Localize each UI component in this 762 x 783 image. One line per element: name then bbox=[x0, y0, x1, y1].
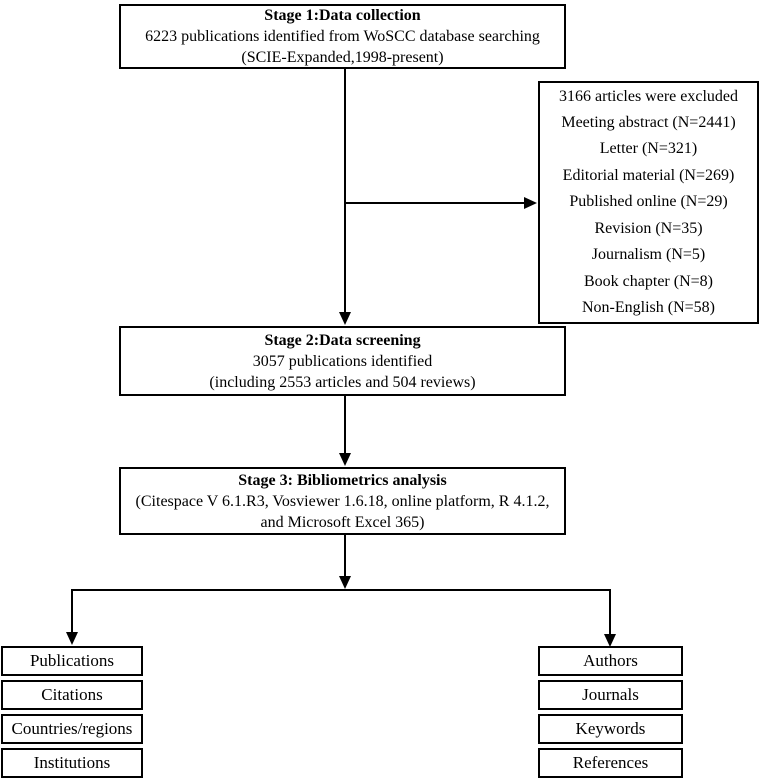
output-label: Institutions bbox=[33, 753, 111, 772]
stage2-box: Stage 2:Data screening 3057 publications… bbox=[119, 326, 566, 396]
output-box-journals: Journals bbox=[538, 680, 683, 710]
output-label: Publications bbox=[29, 651, 115, 670]
arrowhead-stage3 bbox=[339, 453, 351, 466]
excluded-line: Published online (N=29) bbox=[569, 193, 728, 211]
output-box-countries-regions: Countries/regions bbox=[1, 714, 143, 744]
arrowhead-exclusion bbox=[524, 197, 537, 209]
excluded-line: Non-English (N=58) bbox=[581, 298, 715, 316]
excluded-line: Meeting abstract (N=2441) bbox=[561, 114, 736, 132]
stage1-line: 6223 publications identified from WoSCC … bbox=[145, 28, 540, 45]
output-box-references: References bbox=[538, 748, 683, 778]
excluded-line: Journalism (N=5) bbox=[591, 246, 706, 264]
stage1-title: Stage 1:Data collection bbox=[264, 7, 421, 24]
output-box-institutions: Institutions bbox=[1, 748, 143, 778]
output-label: Journals bbox=[582, 685, 639, 704]
excluded-line: 3166 articles were excluded bbox=[558, 87, 739, 105]
stage3-box: Stage 3: Bibliometrics analysis (Citespa… bbox=[119, 467, 566, 535]
output-box-publications: Publications bbox=[1, 646, 143, 676]
output-label: Countries/regions bbox=[11, 719, 133, 738]
stage2-title: Stage 2:Data screening bbox=[264, 331, 421, 349]
output-label: Keywords bbox=[575, 719, 646, 738]
output-box-citations: Citations bbox=[1, 680, 143, 710]
output-label: Citations bbox=[41, 685, 103, 704]
arrowhead-branch bbox=[339, 576, 351, 589]
stage2-line: 3057 publications identified bbox=[252, 352, 433, 370]
arrowhead-left-column bbox=[66, 632, 78, 645]
stage3-line: (Citespace V 6.1.R3, Vosviewer 1.6.18, o… bbox=[135, 492, 550, 510]
output-label: References bbox=[572, 753, 649, 772]
output-box-authors: Authors bbox=[538, 646, 683, 676]
output-box-keywords: Keywords bbox=[538, 714, 683, 744]
excluded-line: Revision (N=35) bbox=[594, 219, 703, 237]
stage3-line: and Microsoft Excel 365) bbox=[260, 513, 425, 531]
stage1-box: Stage 1:Data collection 6223 publication… bbox=[119, 4, 566, 69]
excluded-line: Letter (N=321) bbox=[599, 140, 698, 158]
stage3-title: Stage 3: Bibliometrics analysis bbox=[238, 471, 447, 489]
arrowhead-stage2 bbox=[339, 312, 351, 325]
output-label: Authors bbox=[583, 651, 638, 670]
excluded-line: Editorial material (N=269) bbox=[562, 166, 735, 184]
arrowhead-right-column bbox=[604, 634, 616, 647]
stage1-line: (SCIE-Expanded,1998-present) bbox=[241, 49, 444, 66]
excluded-line: Book chapter (N=8) bbox=[584, 272, 713, 290]
excluded-articles-box: 3166 articles were excluded Meeting abst… bbox=[538, 81, 759, 324]
stage2-line: (including 2553 articles and 504 reviews… bbox=[209, 373, 476, 391]
